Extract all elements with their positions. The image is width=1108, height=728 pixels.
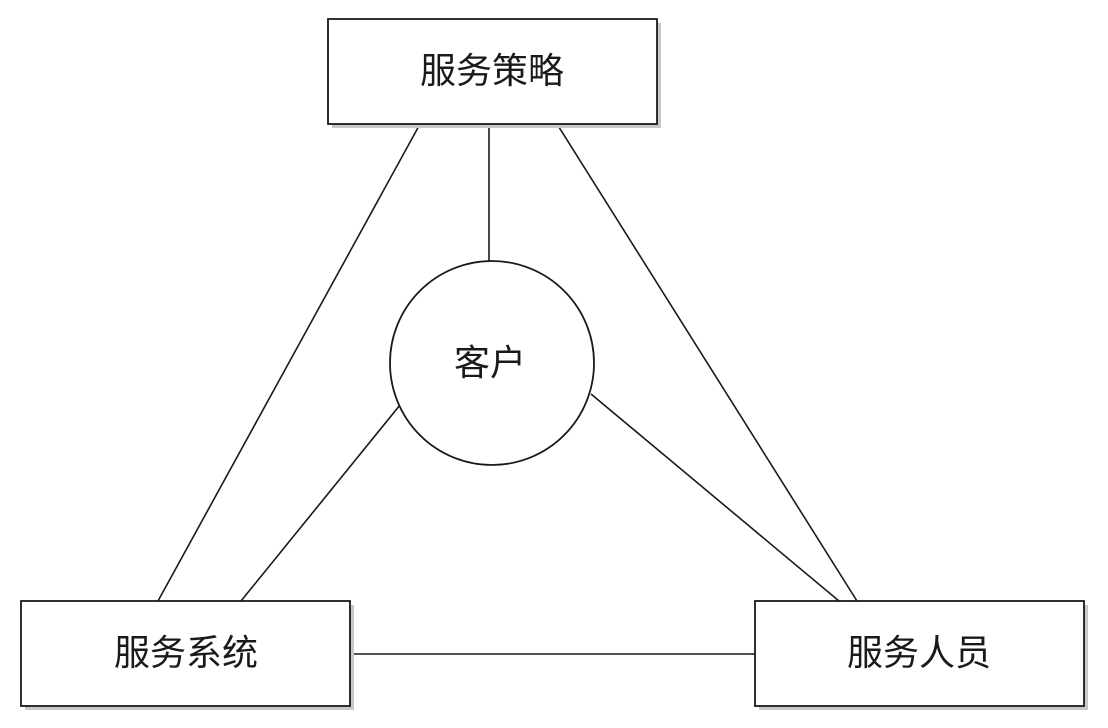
node-system: 服务系统 bbox=[20, 600, 354, 710]
node-strategy-label: 服务策略 bbox=[420, 51, 564, 92]
edge-customer-system bbox=[240, 404, 401, 602]
node-customer: 客户 bbox=[389, 260, 595, 466]
node-staff-label: 服务人员 bbox=[847, 633, 991, 674]
node-staff-box bbox=[754, 600, 1085, 707]
edge-strategy-staff bbox=[556, 123, 858, 602]
node-customer-circle bbox=[389, 260, 595, 466]
edge-customer-staff bbox=[590, 393, 840, 602]
node-system-box bbox=[20, 600, 351, 707]
node-strategy-box bbox=[327, 18, 658, 125]
edge-strategy-system bbox=[157, 123, 421, 602]
node-customer-label: 客户 bbox=[454, 343, 526, 384]
node-staff: 服务人员 bbox=[754, 600, 1088, 710]
node-system-label: 服务系统 bbox=[114, 633, 258, 674]
node-strategy: 服务策略 bbox=[327, 18, 661, 128]
